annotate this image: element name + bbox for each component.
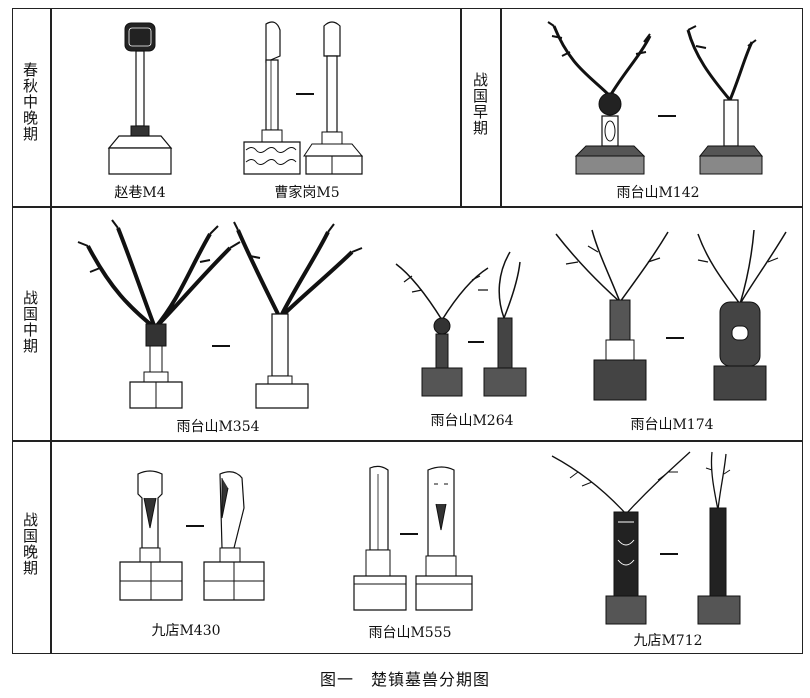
label-jiudian-m430: 九店M430 xyxy=(151,623,221,639)
drawing-jiudian-m712 xyxy=(548,450,788,626)
period-label-zhanguo-early: 战国早期 xyxy=(471,72,489,136)
row-divider-1 xyxy=(12,206,803,208)
period-column-divider xyxy=(50,8,52,654)
label-yutaishan-m142: 雨台山M142 xyxy=(616,185,700,201)
drawing-caojiagang-m5 xyxy=(240,16,380,178)
label-yutaishan-m354: 雨台山M354 xyxy=(176,419,260,435)
drawing-zhaoxiang-m4 xyxy=(105,18,175,178)
label-caojiagang-m5: 曹家岗M5 xyxy=(274,185,340,201)
row-divider-2 xyxy=(12,440,803,442)
row1-split-left xyxy=(460,8,462,206)
drawing-yutaishan-m174 xyxy=(548,222,798,402)
row1-split-right xyxy=(500,8,502,206)
figure-frame xyxy=(12,8,803,654)
label-jiudian-m712: 九店M712 xyxy=(633,633,703,649)
label-yutaishan-m264: 雨台山M264 xyxy=(430,413,514,429)
drawing-yutaishan-m142 xyxy=(540,16,770,176)
label-zhaoxiang-m4: 赵巷M4 xyxy=(114,185,166,201)
drawing-yutaishan-m354 xyxy=(60,218,370,410)
period-label-chunqiu: 春秋中晚期 xyxy=(21,62,39,142)
label-yutaishan-m174: 雨台山M174 xyxy=(630,417,714,433)
period-label-zhanguo-late: 战国晚期 xyxy=(21,512,39,576)
label-yutaishan-m555: 雨台山M555 xyxy=(368,625,452,641)
drawing-yutaishan-m264 xyxy=(392,246,532,398)
figure-caption: 图一 楚镇墓兽分期图 xyxy=(319,670,490,689)
drawing-yutaishan-m555 xyxy=(350,464,480,612)
drawing-jiudian-m430 xyxy=(116,468,276,604)
period-label-zhanguo-middle: 战国中期 xyxy=(21,290,39,354)
